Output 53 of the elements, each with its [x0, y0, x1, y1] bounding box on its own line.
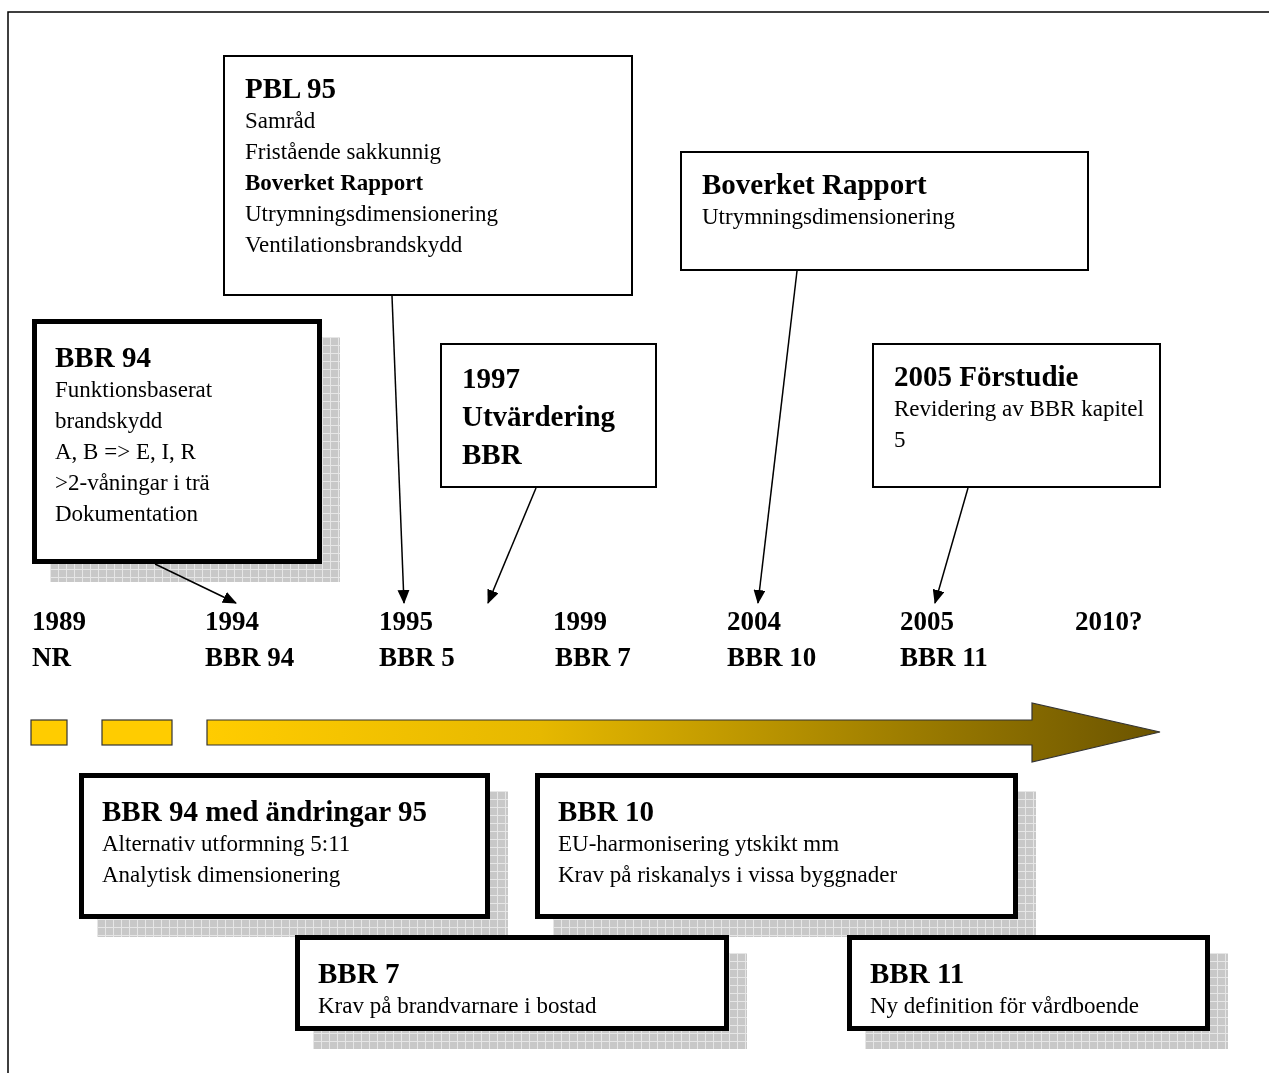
box-text: Funktionsbaserat brandskydd	[55, 376, 214, 435]
arrow	[487, 487, 537, 604]
note-box	[847, 935, 1210, 1031]
box-text: Ny definition för vårdboende	[870, 992, 1140, 1020]
year-label: 1999	[553, 605, 607, 638]
arrow	[932, 487, 969, 604]
box-heading: BBR 11	[870, 956, 966, 990]
box-heading: PBL 95	[245, 71, 338, 105]
version-label: BBR 5	[379, 641, 456, 674]
box-heading: BBR 94 med ändringar 95	[102, 794, 428, 828]
note-box	[440, 343, 657, 488]
box-text: Alternativ utformning 5:11	[102, 830, 352, 858]
arrow	[154, 563, 237, 604]
year-label: 2005	[900, 605, 955, 638]
year-label: 2004	[727, 605, 782, 638]
note-box	[79, 773, 490, 919]
note-box	[872, 343, 1161, 488]
year-label: 1995	[379, 605, 434, 638]
box-text: Krav på riskanalys i vissa byggnader	[558, 861, 899, 889]
box-heading: BBR 94	[55, 340, 152, 374]
box-heading: BBR 10	[558, 794, 655, 828]
version-label: BBR 10	[727, 641, 818, 674]
box-text: Fristående sakkunnig	[245, 138, 443, 166]
box-heading: Boverket Rapport	[702, 167, 928, 201]
box-text: >2-våningar i trä	[55, 469, 211, 497]
box-heading: BBR 7	[318, 956, 401, 990]
note-box	[223, 55, 633, 296]
note-box	[295, 935, 729, 1031]
box-text: Revidering av BBR kapitel 5	[894, 395, 1145, 454]
version-label: NR	[32, 641, 71, 674]
arrow	[391, 295, 410, 604]
version-label: BBR 11	[900, 641, 989, 674]
box-text: Utrymningsdimensionering	[245, 200, 499, 228]
box-text: Ventilationsbrandskydd	[245, 231, 464, 259]
note-box	[535, 773, 1018, 919]
note-box	[32, 319, 322, 564]
box-text: Utrymningsdimensionering	[702, 203, 956, 231]
box-text: Analytisk dimensionering	[102, 861, 342, 889]
note-box	[680, 151, 1089, 271]
arrow	[753, 270, 798, 604]
year-label: 1994	[205, 605, 260, 638]
year-label: 2010?	[1075, 605, 1143, 638]
box-text: Samråd	[245, 107, 317, 135]
box-heading: 1997 Utvärdering BBR	[462, 361, 617, 472]
box-text: A, B => E, I, R	[55, 438, 197, 466]
box-heading: 2005 Förstudie	[894, 359, 1080, 393]
box-text: Dokumentation	[55, 500, 200, 528]
box-text: EU-harmonisering ytskikt mm	[558, 830, 841, 858]
box-text: Boverket Rapport	[245, 169, 425, 197]
year-label: 1989	[32, 605, 86, 638]
version-label: BBR 94	[205, 641, 296, 674]
box-text: Krav på brandvarnare i bostad	[318, 992, 598, 1020]
version-label: BBR 7	[555, 641, 631, 674]
